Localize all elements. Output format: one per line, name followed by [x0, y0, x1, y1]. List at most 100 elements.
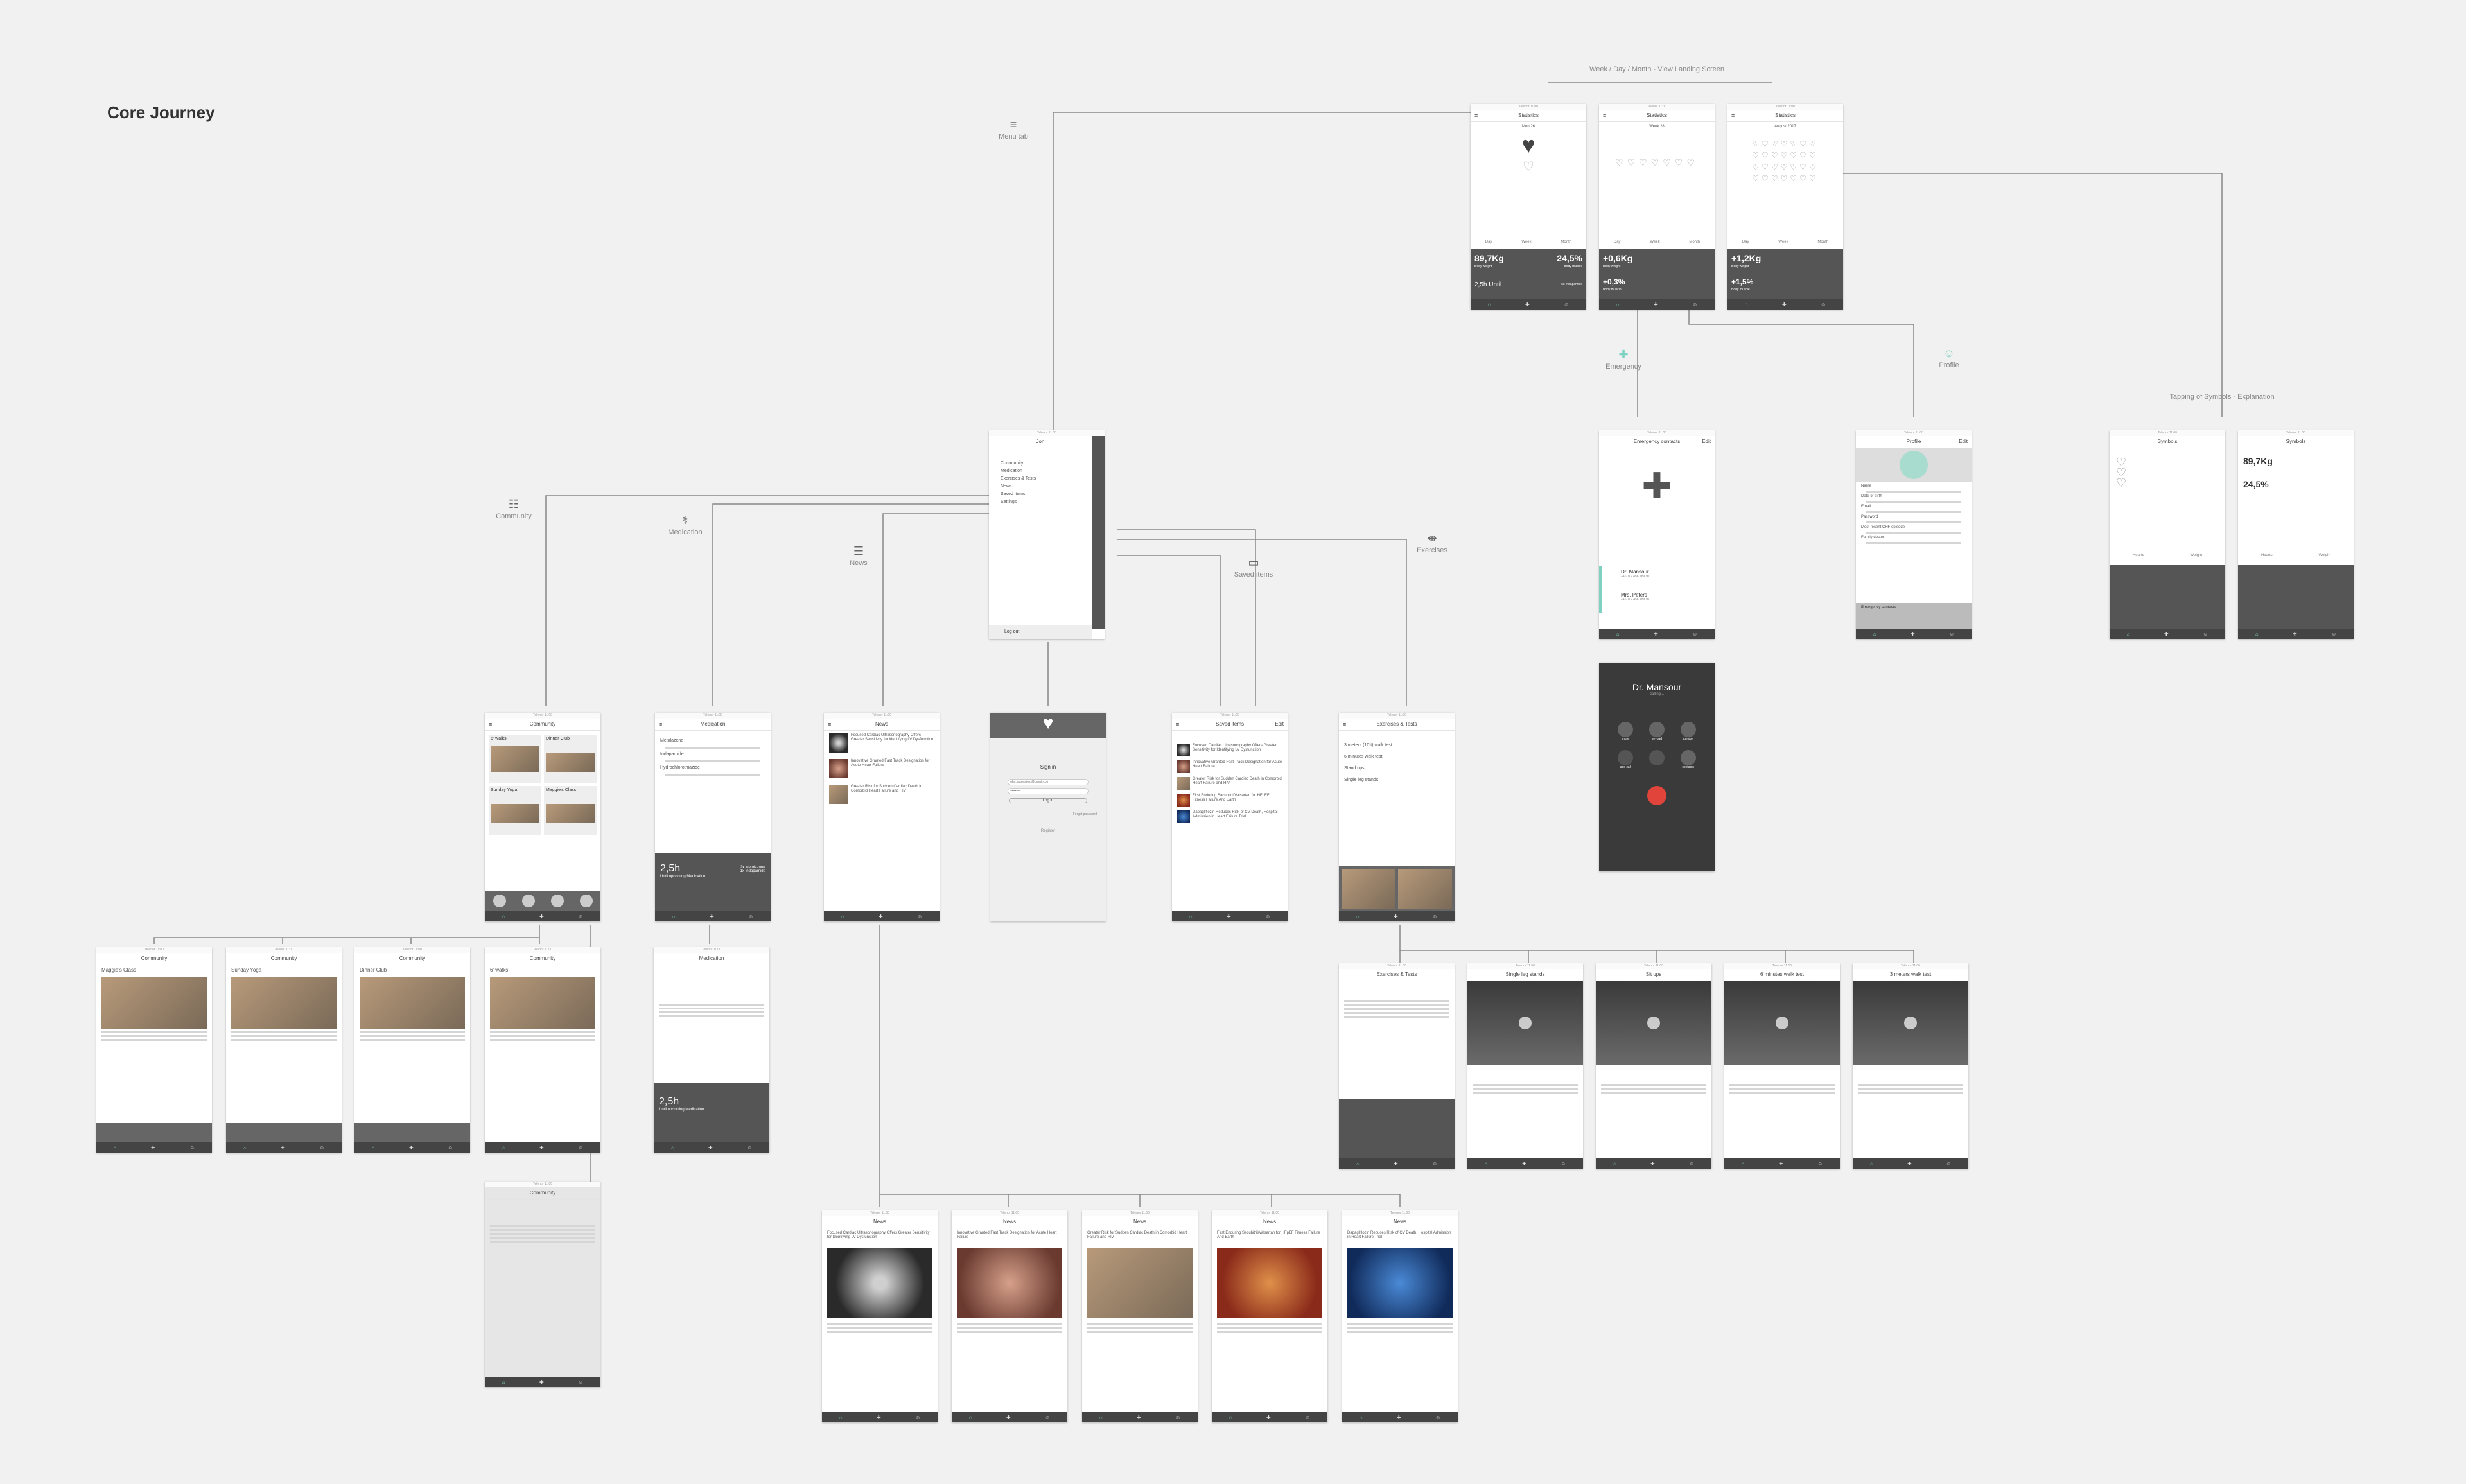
tab-bar[interactable]: ⌂✚☺: [1599, 629, 1715, 639]
tab-bar[interactable]: ⌂✚☺: [485, 1377, 600, 1387]
news-item[interactable]: Focused Cardiac Ultrasonography Offers G…: [829, 733, 934, 753]
menu-icon[interactable]: ≡: [828, 721, 832, 728]
tab-bar[interactable]: ⌂✚☺: [1172, 911, 1288, 921]
menu-item-news[interactable]: News: [1001, 484, 1012, 489]
mute-button[interactable]: mute: [1614, 722, 1637, 741]
email-field[interactable]: [1008, 779, 1089, 785]
tab-bar[interactable]: ⌂✚☺: [822, 1412, 938, 1422]
tab-bar[interactable]: ⌂✚☺: [1853, 1158, 1968, 1169]
tab-bar[interactable]: ⌂✚☺: [2110, 629, 2225, 639]
saved-item[interactable]: Innovative Granted Fast Track Designatio…: [1177, 760, 1282, 773]
avatar[interactable]: [493, 895, 506, 907]
drug-item[interactable]: Indapamide: [660, 752, 684, 756]
video-player[interactable]: [1467, 981, 1583, 1065]
group-card[interactable]: Maggie's Class: [544, 786, 597, 835]
saved-item[interactable]: Focused Cardiac Ultrasonography Offers G…: [1177, 744, 1282, 756]
tab-bar[interactable]: ⌂✚☺: [1596, 1158, 1711, 1169]
video-thumb[interactable]: [1398, 869, 1452, 909]
tab-bar[interactable]: ⌂✚☺: [824, 911, 940, 921]
avatar[interactable]: [579, 895, 593, 907]
group-card[interactable]: Dinner Club: [544, 735, 597, 783]
drug-item[interactable]: Metolazone: [660, 738, 684, 743]
news-item[interactable]: Innovative Granted Fast Track Designatio…: [829, 759, 934, 778]
tab-bar[interactable]: ⌂✚☺: [1339, 911, 1455, 921]
tab-bar[interactable]: ⌂✚☺: [654, 1142, 769, 1153]
menu-icon[interactable]: ≡: [1474, 112, 1478, 119]
tab-bar[interactable]: ⌂✚☺: [1467, 1158, 1583, 1169]
end-call-button[interactable]: [1647, 786, 1666, 805]
avatar[interactable]: [1900, 451, 1928, 479]
exercise-item[interactable]: 6 minutes walk test: [1344, 755, 1383, 759]
tab-bar[interactable]: ⌂✚☺: [655, 911, 771, 921]
add-call-button[interactable]: add call: [1614, 750, 1637, 769]
keypad-button[interactable]: keypad: [1646, 722, 1668, 741]
menu-icon[interactable]: ≡: [1603, 112, 1607, 119]
contact-row[interactable]: Mrs. Peters+46 112 456 789 90: [1599, 589, 1715, 613]
video-player[interactable]: [1853, 981, 1968, 1065]
tab-bar[interactable]: ⌂✚☺: [1856, 629, 1972, 639]
edit-button[interactable]: Edit: [1702, 439, 1711, 444]
speaker-button[interactable]: speaker: [1677, 722, 1699, 741]
video-thumb[interactable]: [1342, 869, 1395, 909]
menu-icon[interactable]: ≡: [489, 721, 493, 728]
password-field[interactable]: [1008, 788, 1089, 794]
exercise-item[interactable]: Single leg stands: [1344, 778, 1379, 782]
menu-icon[interactable]: ≡: [1176, 721, 1180, 728]
exercise-item[interactable]: 3 meters (10ft) walk test: [1344, 743, 1392, 747]
tab-bar[interactable]: ⌂✚☺: [485, 1142, 600, 1153]
video-player[interactable]: [1596, 981, 1711, 1065]
saved-item[interactable]: Dapagliflozin Reduces Risk of CV Death, …: [1177, 810, 1282, 823]
play-icon[interactable]: [1904, 1017, 1917, 1029]
tab-bar[interactable]: ⌂✚☺: [1339, 1158, 1455, 1169]
edit-button[interactable]: Edit: [1275, 721, 1284, 727]
tab-bar[interactable]: ⌂✚☺: [1342, 1412, 1458, 1422]
contacts-button[interactable]: contacts: [1677, 750, 1699, 769]
menu-overlay[interactable]: [1092, 436, 1105, 629]
menu-item-saved[interactable]: Saved items: [1001, 492, 1026, 496]
saved-item[interactable]: Greater Risk for Sudden Cardiac Death in…: [1177, 777, 1282, 790]
tab-bar[interactable]: ⌂✚☺: [1599, 299, 1715, 310]
menu-item-exercises[interactable]: Exercises & Tests: [1001, 476, 1036, 481]
tab-bar[interactable]: ⌂✚☺: [952, 1412, 1067, 1422]
group-card[interactable]: Sunday Yoga: [489, 786, 541, 835]
menu-icon[interactable]: ≡: [659, 721, 663, 728]
play-icon[interactable]: [1776, 1017, 1788, 1029]
tab-bar[interactable]: ⌂✚☺: [354, 1142, 470, 1153]
menu-icon[interactable]: ≡: [1731, 112, 1735, 119]
tab-bar[interactable]: ⌂✚☺: [1082, 1412, 1198, 1422]
news-item[interactable]: Greater Risk for Sudden Cardiac Death in…: [829, 785, 934, 804]
login-button[interactable]: Log in: [1009, 798, 1087, 803]
register-link[interactable]: Register: [1040, 829, 1056, 833]
edit-button[interactable]: Edit: [1959, 439, 1968, 444]
saved-item[interactable]: First Enduring Sacubitril/Valsartan for …: [1177, 794, 1282, 807]
avatar[interactable]: [550, 895, 564, 907]
menu-item-medication[interactable]: Medication: [1001, 469, 1022, 473]
forgot-link[interactable]: Forgot password: [1072, 812, 1097, 816]
avatar[interactable]: [521, 895, 535, 907]
exercise-item[interactable]: Stand ups: [1344, 766, 1365, 771]
menu-item-settings[interactable]: Settings: [1001, 500, 1017, 504]
play-icon[interactable]: [1519, 1017, 1532, 1029]
tab-bar[interactable]: ⌂✚☺: [1471, 299, 1586, 310]
menu-icon[interactable]: ≡: [1343, 721, 1347, 728]
plus-icon[interactable]: ✚: [1641, 466, 1672, 506]
tab-bar[interactable]: ⌂✚☺: [1724, 1158, 1840, 1169]
tab-bar[interactable]: ⌂✚☺: [226, 1142, 342, 1153]
tab-bar[interactable]: ⌂✚☺: [2238, 629, 2354, 639]
group-card[interactable]: 6' walks: [489, 735, 541, 783]
tab-bar[interactable]: ⌂✚☺: [1727, 299, 1843, 310]
tab-bar[interactable]: ⌂✚☺: [96, 1142, 212, 1153]
tab-bar[interactable]: ⌂✚☺: [485, 911, 600, 921]
facetime-button[interactable]: [1646, 750, 1668, 769]
drug-item[interactable]: Hydrochlorothiazide: [660, 765, 700, 770]
logout-button[interactable]: Log out: [989, 625, 1092, 639]
contact-row[interactable]: Dr. Mansour+46 112 456 789 90: [1599, 566, 1715, 589]
menu-item-community[interactable]: Community: [1001, 461, 1024, 466]
play-icon[interactable]: [1647, 1017, 1660, 1029]
tab-bar[interactable]: ⌂✚☺: [1212, 1412, 1327, 1422]
